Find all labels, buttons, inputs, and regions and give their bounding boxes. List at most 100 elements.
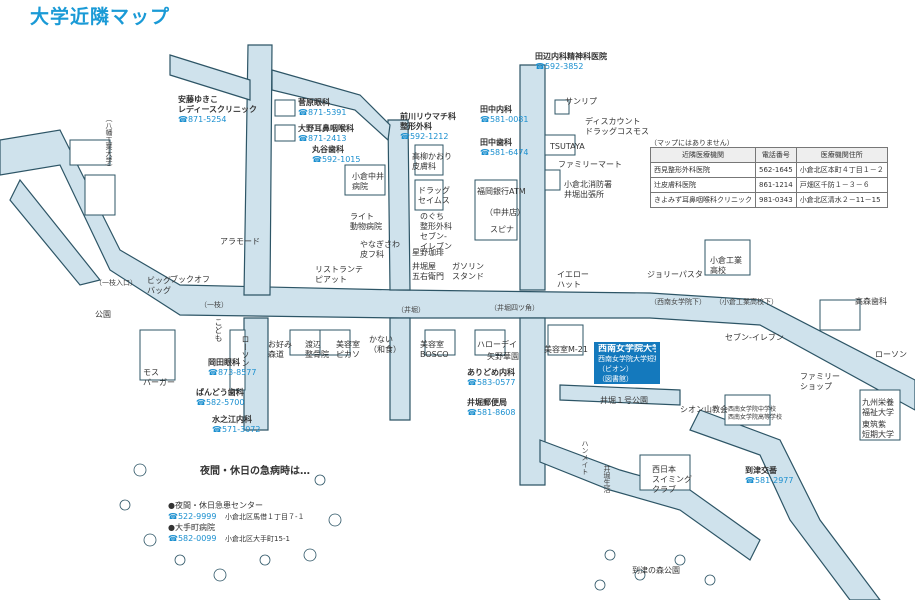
table-cell: 562-1645	[755, 162, 797, 178]
place-phone: ☎871-2413	[298, 134, 347, 143]
place-name: 丸谷歯科	[312, 145, 344, 154]
table-cell: 861-1214	[755, 177, 797, 193]
building-block	[474, 329, 506, 356]
emergency-name: ●夜間・休日急患センター	[168, 501, 263, 510]
place-oono[interactable]: 大野耳鼻咽喉科 ☎871-2413	[298, 124, 354, 144]
vertical-road-2b	[389, 317, 411, 421]
label-itouzu-park: 到津の森公園	[632, 566, 680, 575]
seinan-road	[559, 384, 681, 406]
label-lawson: ローソン	[241, 335, 250, 367]
place-name: 菅原眼科	[298, 98, 330, 107]
table-cell: 辻皮膚科医院	[650, 177, 756, 193]
building-block	[547, 324, 584, 356]
place-phone: ☎581-8608	[467, 408, 516, 417]
place-name: 岡田眼科	[208, 358, 240, 367]
place-maekawa[interactable]: 前川リウマチ科 整形外科 ☎592-1212	[400, 112, 456, 142]
place-tanabe[interactable]: 田辺内科精神科医院 ☎592-3852	[535, 52, 607, 72]
building-block	[229, 329, 246, 391]
label-okasho: お好み 森道	[268, 340, 292, 359]
place-post[interactable]: 井堀郵便局 ☎581-8608	[467, 398, 515, 418]
label-ibori-gochome: 井堀屋 五右衛門	[412, 262, 444, 281]
place-phone: ☎582-5700	[196, 398, 245, 407]
label-drug: ドラッグ セイムス	[418, 186, 450, 205]
building-block	[319, 329, 351, 356]
label-seven1: セブン- イレブン	[420, 232, 452, 251]
building-block	[704, 239, 751, 276]
map-title: 大学近隣マップ	[30, 6, 171, 28]
label-m21: 美容室M-21	[544, 345, 588, 354]
emergency-item[interactable]: ●夜間・休日急患センター ☎522-9999 小倉北区馬借１丁目７-１	[168, 500, 305, 523]
building-block	[84, 174, 116, 216]
building-block	[274, 99, 296, 117]
place-name: 安藤ゆきこ レディースクリニック	[178, 95, 258, 114]
place-name: 到津交番	[745, 466, 777, 475]
place-name: 大野耳鼻咽喉科	[298, 124, 354, 133]
road-ibori-ue: 井堀生活	[603, 465, 611, 493]
place-name: ぱんどう歯科	[196, 388, 244, 397]
label-kokura-tech: 小倉工業 高校	[710, 256, 742, 275]
building-block	[424, 329, 456, 356]
vertical-road-1	[243, 44, 273, 296]
label-takasago: 高柳かおり 皮膚科	[412, 152, 452, 171]
place-mizunoe[interactable]: 水之江内科 ☎571-3072	[212, 415, 260, 435]
table-cell: きよみず耳鼻咽喉科クリニック	[650, 192, 756, 208]
label-kyushu: 九州栄養 福祉大学	[862, 398, 894, 417]
place-phone: ☎592-3852	[535, 62, 584, 71]
university-block[interactable]: 西南女学院大学 西南女学院大学短期大学部 （ビオン） （図書館）	[594, 342, 660, 384]
place-ando[interactable]: 安藤ゆきこ レディースクリニック ☎871-5254	[178, 95, 257, 125]
table-header-row: 近隣医療機関 電話番号 医療機関住所	[650, 147, 888, 163]
building-block	[69, 139, 111, 166]
road-kokura-koukou: （小倉工業高校下）	[715, 298, 778, 306]
building-block	[859, 389, 901, 441]
place-name: 前川リウマチ科 整形外科	[400, 112, 456, 131]
emergency-title: 夜間・休日の急病時は…	[200, 466, 310, 477]
emergency-address: 小倉北区馬借１丁目７-１	[225, 513, 305, 521]
label-restaurant: リストランテ ピアット	[315, 265, 363, 284]
table-row: 西見整形外科医院 562-1645 小倉北区本町４丁目１－２	[650, 162, 888, 178]
clinic-table: 近隣医療機関 電話番号 医療機関住所 西見整形外科医院 562-1645 小倉北…	[650, 147, 888, 208]
label-watanabe: 渡辺 整骨院	[305, 340, 329, 359]
left-diagonal-road	[9, 178, 102, 286]
vertical-road-3b	[519, 317, 546, 486]
label-big-bag: ビッグ バッグ	[147, 276, 171, 295]
place-koban[interactable]: 到津交番 ☎581-2977	[745, 466, 793, 486]
building-block	[414, 144, 444, 176]
place-pando[interactable]: ぱんどう歯科 ☎582-5700	[196, 388, 244, 408]
place-aridome[interactable]: ありどめ内科 ☎583-0577	[467, 368, 515, 388]
building-block	[724, 394, 771, 426]
label-light: ライト 動物病院	[350, 212, 382, 231]
building-block	[414, 179, 444, 211]
south-road-right	[689, 409, 881, 600]
label-lawson2: ローソン	[875, 350, 907, 359]
label-hoshiya: 星野珈琲	[412, 248, 444, 257]
table-cell: 戸畑区千防１－３－６	[795, 177, 888, 193]
label-junior: 西南女学院中学校 西南女学院高等学校	[728, 406, 783, 421]
label-yanagisawa: やなぎさわ 皮フ科	[360, 240, 400, 259]
place-taguchi-naika[interactable]: 田中内科 ☎581-0081	[480, 105, 528, 125]
emergency-phone: ☎522-9999	[168, 512, 217, 521]
road-hanami: ハンメイト	[581, 440, 589, 475]
place-phone: ☎871-5391	[298, 108, 347, 117]
building-block	[544, 134, 576, 156]
place-taguchi-hifu[interactable]: 田中歯科 ☎581-6474	[480, 138, 528, 158]
emergency-item[interactable]: ●大手町病院 ☎582-0099 小倉北区大手町15-1	[168, 522, 290, 545]
label-tsutaya: TSUTAYA	[550, 142, 585, 151]
place-maruya[interactable]: 丸谷歯科 ☎592-1015	[312, 145, 360, 165]
label-shion: シオン山教会	[680, 405, 728, 414]
road-ibori-crossing: （井堀四ツ角）	[490, 304, 539, 312]
place-sugahara[interactable]: 菅原眼科 ☎871-5391	[298, 98, 346, 118]
label-yellow-hat: イエロー ハット	[557, 270, 589, 289]
university-subname: 西南女学院大学短期大学部	[598, 355, 656, 363]
building-block	[274, 124, 296, 142]
label-aramode: アラモード	[220, 237, 260, 246]
place-okada[interactable]: 岡田眼科 ☎873-8577	[208, 358, 256, 378]
label-family: ファミリーマート	[558, 160, 622, 169]
emergency-address: 小倉北区大手町15-1	[225, 535, 290, 543]
top-right-diagonal	[271, 69, 391, 142]
table-header: 近隣医療機関	[650, 147, 756, 163]
label-sunlip: サンリプ	[565, 97, 597, 106]
building-block	[544, 169, 561, 191]
label-picaso: 美容室 ピカソ	[336, 340, 360, 359]
label-atm: 福岡銀行ATM	[477, 187, 526, 196]
